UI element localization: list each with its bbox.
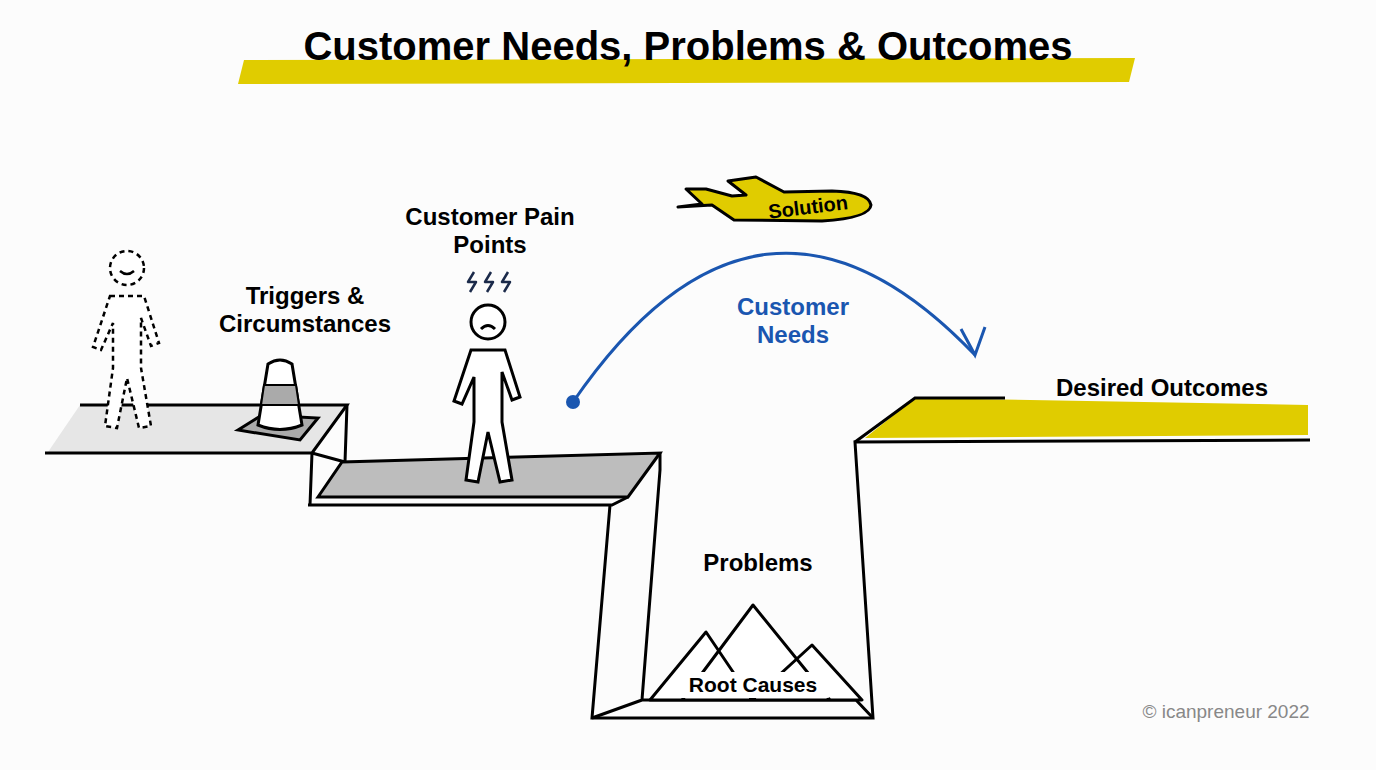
platform-edge (45, 405, 347, 453)
platform (318, 453, 660, 497)
trigger-label: Triggers & Circumstances (200, 282, 410, 338)
person-before (93, 251, 159, 428)
outcome-label: Desired Outcomes (1012, 374, 1312, 402)
title: Customer Needs, Problems & Outcomes (0, 24, 1376, 69)
traffic-cone (258, 360, 302, 430)
solution-plane: Solution (672, 174, 876, 242)
person-pain (454, 305, 520, 482)
arc-start (566, 395, 580, 409)
needs-arc (573, 253, 975, 402)
node-shape (650, 605, 862, 700)
platform-edge (308, 453, 660, 505)
pain-bolts (468, 272, 510, 292)
platform (48, 405, 347, 452)
copyright-note: © icanpreneur 2022 (1116, 700, 1336, 723)
pit-outline (592, 440, 1310, 718)
outcome-edge (855, 398, 1005, 442)
cone-stripe (261, 385, 299, 405)
problem-label: Problems (668, 549, 848, 577)
outcome-band (865, 398, 1308, 438)
needs-label: Customer Needs (703, 293, 883, 349)
pit-wall (592, 470, 873, 718)
arc-head (961, 327, 985, 355)
node-text: Root Causes (675, 672, 831, 698)
root-cause-mountains: Root Causes (640, 600, 866, 702)
pain-label: Customer Pain Points (400, 203, 580, 259)
